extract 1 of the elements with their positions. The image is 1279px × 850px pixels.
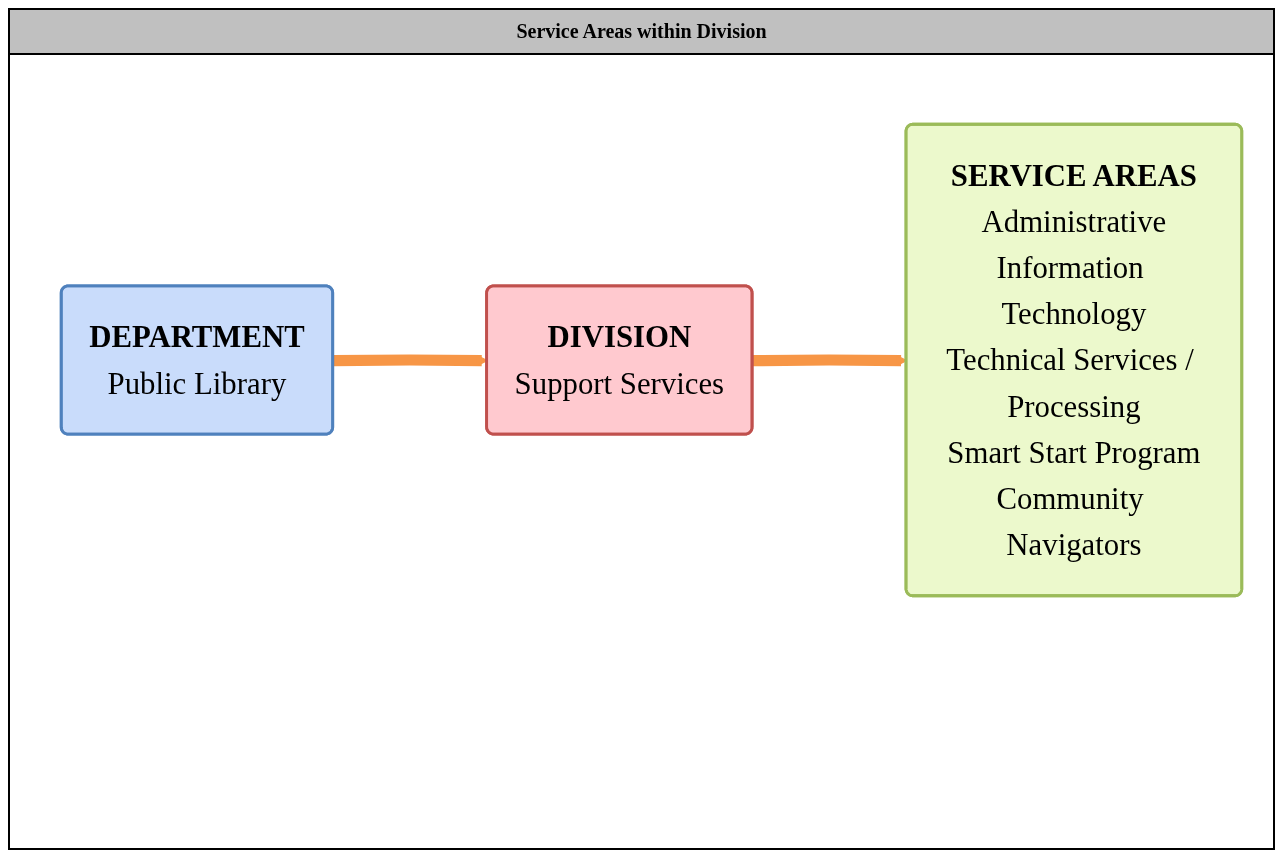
title-bar: Service Areas within Division	[10, 10, 1273, 55]
